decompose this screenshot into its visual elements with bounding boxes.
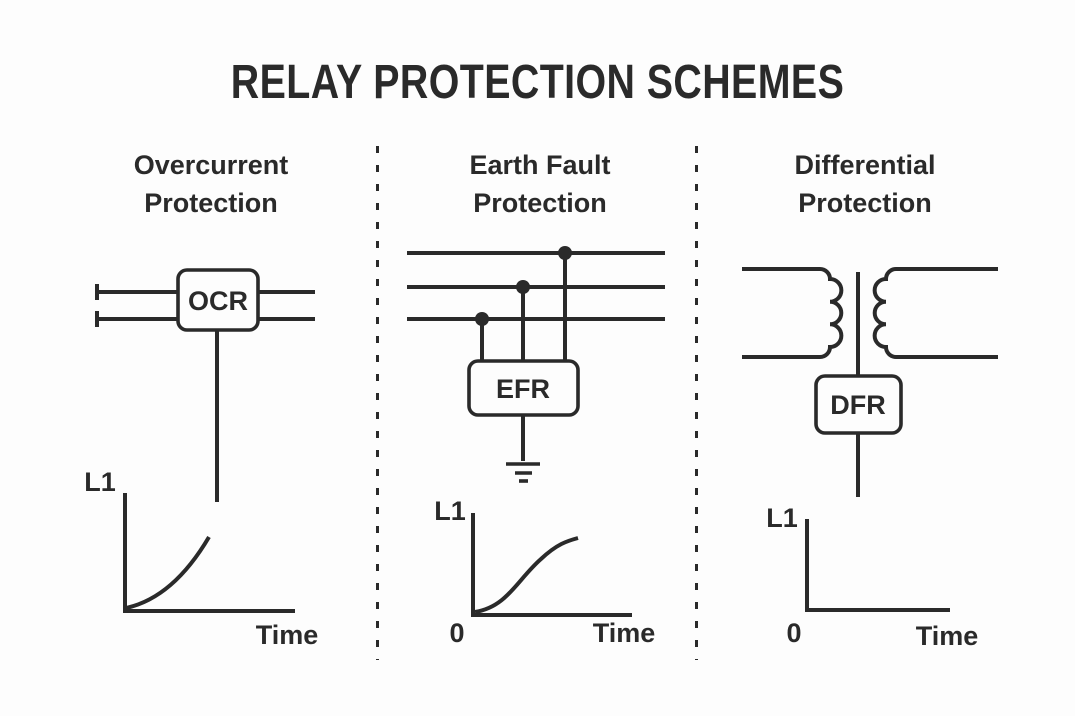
differential-graph: L1 0 Time bbox=[766, 503, 978, 651]
x-axis-label: Time bbox=[593, 618, 656, 648]
trip-curve-s-shape bbox=[474, 536, 579, 614]
overcurrent-circuit: OCR bbox=[95, 268, 315, 502]
x-axis-label: Time bbox=[256, 620, 319, 650]
graph-axes bbox=[805, 519, 950, 612]
panel-title-earth-fault: Earth Fault Protection bbox=[469, 146, 610, 222]
panel-title-line: Protection bbox=[798, 188, 932, 218]
trip-curve-exponential bbox=[125, 535, 211, 610]
origin-label: 0 bbox=[786, 618, 801, 648]
ground-symbol-icon bbox=[506, 415, 540, 483]
relay-label-efr: EFR bbox=[496, 374, 550, 404]
graph-axes bbox=[471, 513, 632, 617]
y-axis-label: L1 bbox=[84, 467, 116, 497]
relay-label-ocr: OCR bbox=[188, 286, 248, 316]
overcurrent-graph: L1 Time bbox=[84, 467, 318, 650]
y-axis-label: L1 bbox=[434, 496, 466, 526]
panel-title-overcurrent: Overcurrent Protection bbox=[134, 146, 289, 222]
panel-title-differential: Differential Protection bbox=[794, 146, 935, 222]
panel-title-line: Protection bbox=[144, 188, 278, 218]
panel-title-line: Differential bbox=[794, 150, 936, 180]
junction-dot-icon bbox=[558, 246, 572, 260]
x-axis-label: Time bbox=[916, 621, 979, 651]
origin-label: 0 bbox=[449, 618, 464, 648]
graph-axes bbox=[123, 493, 295, 613]
panel-title-line: Overcurrent bbox=[133, 150, 289, 180]
relay-label-dfr: DFR bbox=[830, 390, 886, 420]
earth-fault-circuit: EFR bbox=[407, 246, 665, 483]
panel-title-line: Protection bbox=[473, 188, 607, 218]
differential-circuit: DFR bbox=[742, 267, 998, 497]
page-title: RELAY PROTECTION SCHEMES bbox=[230, 56, 845, 109]
junction-dot-icon bbox=[475, 312, 489, 326]
y-axis-label: L1 bbox=[766, 503, 798, 533]
earth-fault-graph: L1 0 Time bbox=[434, 496, 655, 648]
junction-dot-icon bbox=[516, 280, 530, 294]
transformer-winding-right bbox=[872, 267, 998, 359]
panel-title-line: Earth Fault bbox=[469, 150, 611, 180]
transformer-winding-left bbox=[742, 267, 844, 359]
